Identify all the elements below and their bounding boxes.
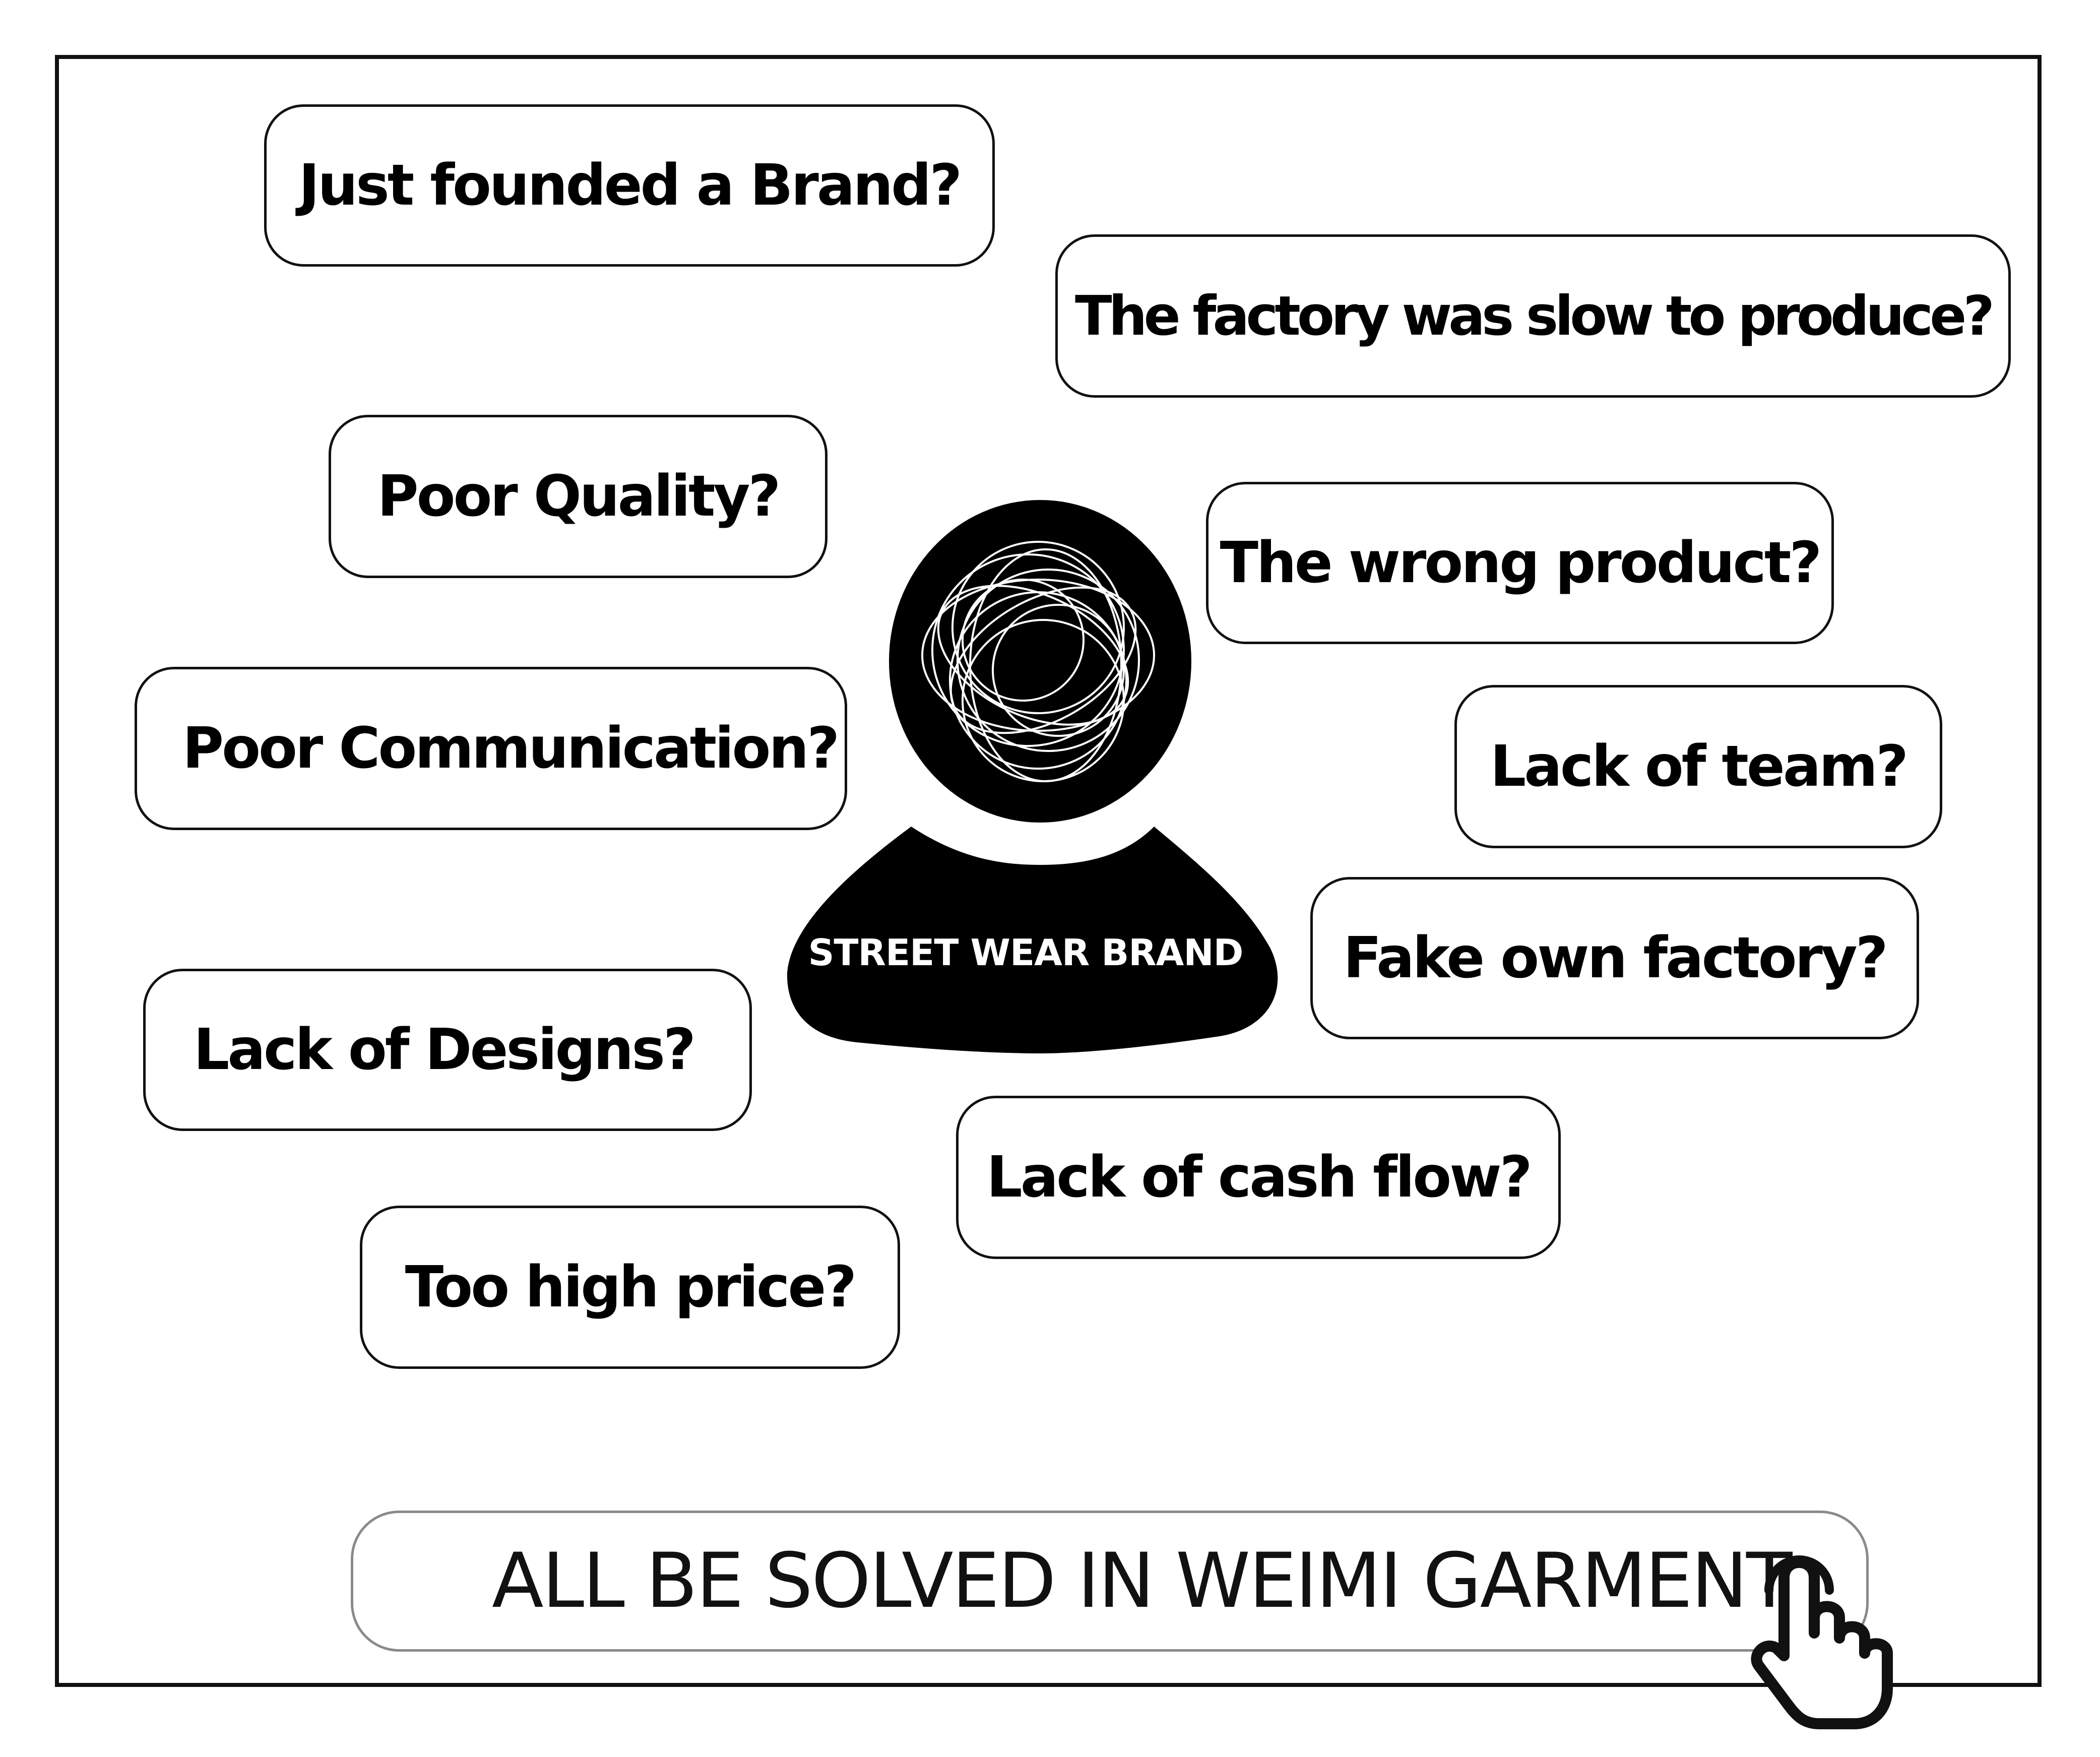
cta-button[interactable]: ALL BE SOLVED IN WEIMI GARMENT [351,1511,1869,1652]
outer-frame [55,55,2042,1687]
question-bubble-fake-factory: Fake own factory? [1310,877,1919,1039]
question-bubble-lack-of-designs: Lack of Designs? [143,969,752,1131]
question-text: Poor Quality? [377,464,781,529]
question-bubble-just-founded: Just founded a Brand? [264,104,995,267]
question-text: Poor Communication? [182,716,840,781]
question-text: Just founded a Brand? [298,153,963,218]
body-shape [787,827,1278,1053]
question-bubble-poor-quality: Poor Quality? [329,415,828,578]
scribble-logo [921,541,1155,782]
question-bubble-wrong-product: The wrong product? [1206,482,1834,644]
question-bubble-lack-of-team: Lack of team? [1454,685,1942,848]
question-bubble-factory-slow: The factory was slow to produce? [1055,234,2011,398]
question-bubble-lack-of-cash-flow: Lack of cash flow? [956,1096,1561,1259]
question-text: Lack of team? [1490,734,1908,799]
head-shape [889,500,1191,823]
question-text: Lack of cash flow? [986,1145,1532,1210]
cta-label: ALL BE SOLVED IN WEIMI GARMENT [492,1537,1793,1625]
question-text: Fake own factory? [1343,925,1888,991]
question-text: The wrong product? [1220,530,1822,596]
question-text: The factory was slow to produce? [1074,284,1995,348]
question-text: Too high price? [405,1254,857,1320]
question-text: Lack of Designs? [194,1017,696,1083]
question-bubble-too-high-price: Too high price? [360,1206,900,1369]
pointer-hand-icon [1751,1555,1893,1729]
brand-label: STREET WEAR BRAND [808,931,1244,974]
question-bubble-poor-communication: Poor Communication? [135,667,847,830]
